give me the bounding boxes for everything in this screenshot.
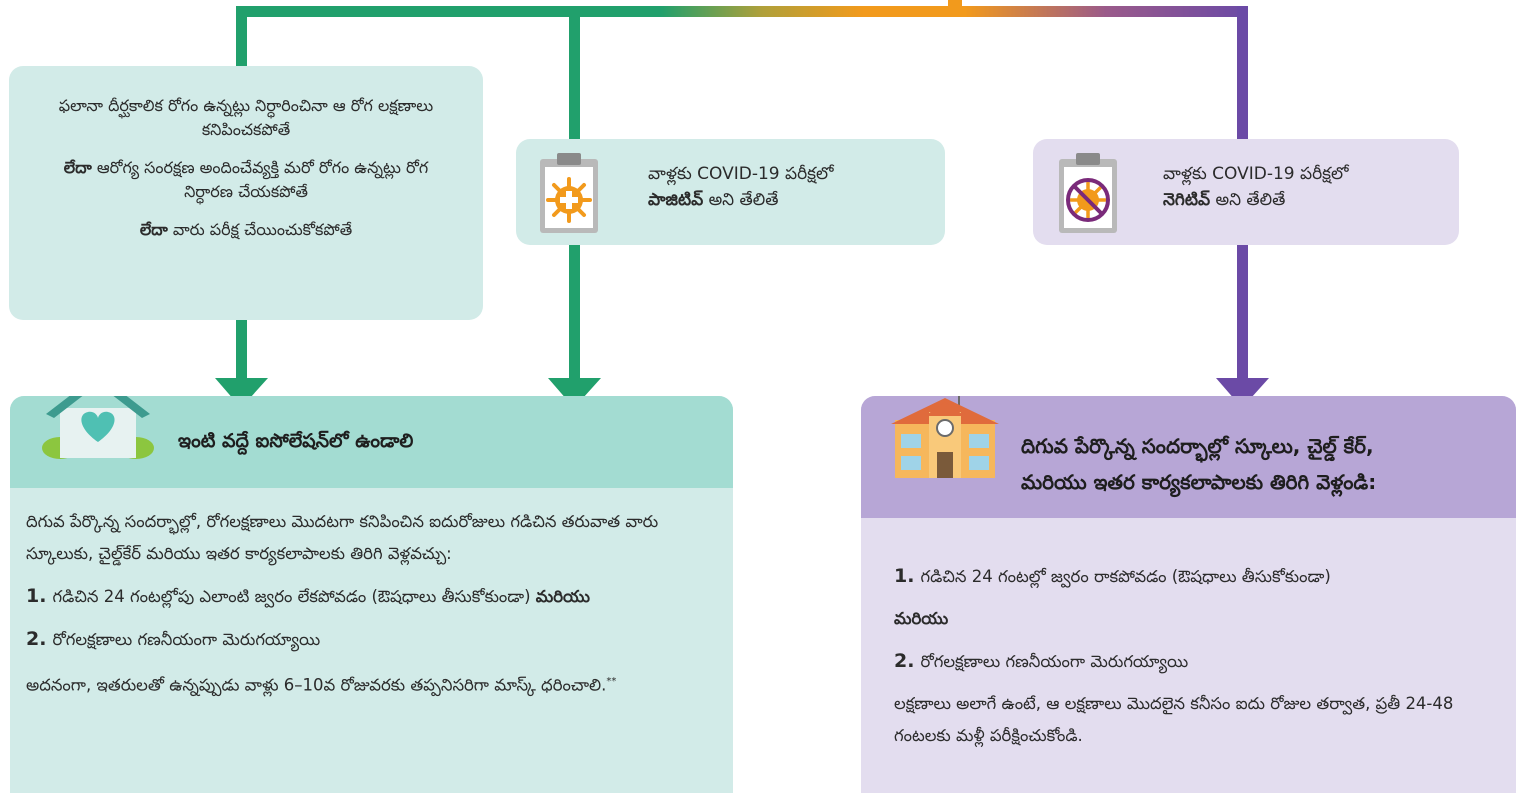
return-and: మరియు <box>894 609 949 628</box>
return-item-2: 2.రోగలక్షణాలు గణనీయంగా మెరుగయ్యాయి <box>894 650 1189 672</box>
return-panel: దిగువ పేర్కొన్న సందర్భాల్లో స్కూలు, చైల్… <box>861 396 1516 793</box>
return-panel-title: దిగువ పేర్కొన్న సందర్భాల్లో స్కూలు, చైల్… <box>1021 434 1377 494</box>
return-panel-body: 1.గడిచిన 24 గంటల్లో జ్వరం రాకపోవడం (ఔషధా… <box>894 560 1504 762</box>
condition-line-1: ఫలానా దీర్ఘకాలిక రోగం ఉన్నట్లు నిర్ధారిం… <box>58 96 434 139</box>
purple-line-top <box>1237 6 1248 140</box>
purple-line-lower <box>1237 245 1248 380</box>
arrow-down-right <box>1216 378 1269 408</box>
isolation-item-2: 2.రోగలక్షణాలు గణనీయంగా మెరుగయ్యాయి <box>26 628 321 650</box>
green-line-mid <box>569 6 580 140</box>
clipboard-virus-crossed-icon <box>1059 153 1117 233</box>
positive-test-box: వాళ్లకు COVID-19 పరీక్షలో పాజిటివ్ అని త… <box>516 139 945 245</box>
condition-box: ఫలానా దీర్ఘకాలిక రోగం ఉన్నట్లు నిర్ధారిం… <box>9 66 483 320</box>
return-item-1: 1.గడిచిన 24 గంటల్లో జ్వరం రాకపోవడం (ఔషధా… <box>894 565 1331 587</box>
green-line-left <box>236 6 247 68</box>
arrow-down-left <box>215 378 268 408</box>
negative-test-box: వాళ్లకు COVID-19 పరీక్షలో నెగిటివ్ అని త… <box>1033 139 1459 245</box>
isolation-panel: ఇంటి వద్దే ఐసోలేషన్‌లో ఉండాలి దిగువ పేర్… <box>10 396 733 793</box>
isolation-panel-title: ఇంటి వద్దే ఐసోలేషన్‌లో ఉండాలి <box>178 430 414 452</box>
condition-line-3: లేదా వారు పరీక్ష చేయించుకోకపోతే <box>139 220 353 239</box>
top-connector-bar <box>236 6 1248 17</box>
house-heart-icon <box>42 396 154 459</box>
isolation-intro: దిగువ పేర్కొన్న సందర్భాల్లో, రోగలక్షణాలు… <box>26 512 659 563</box>
return-note: లక్షణాలు అలాగే ఉంటే, ఆ లక్షణాలు మొదలైన క… <box>894 694 1454 745</box>
clipboard-virus-icon <box>540 153 598 233</box>
school-building-icon <box>891 396 999 478</box>
isolation-note: అదనంగా, ఇతరులతో ఉన్నప్పుడు వాళ్లు 6–10వ … <box>26 675 617 695</box>
top-entry-stub <box>948 0 962 14</box>
green-line-mid-lower <box>569 245 580 380</box>
condition-line-2: లేదా ఆరోగ్య సంరక్షణ అందించేవ్యక్తి మరో ర… <box>63 158 429 201</box>
isolation-panel-body: దిగువ పేర్కొన్న సందర్భాల్లో, రోగలక్షణాలు… <box>26 506 716 712</box>
arrow-down-mid <box>548 378 601 408</box>
green-line-left-lower <box>236 320 247 380</box>
isolation-item-1: 1.గడిచిన 24 గంటల్లోపు ఎలాంటి జ్వరం లేకపో… <box>26 585 590 607</box>
negative-test-text: వాళ్లకు COVID-19 పరీక్షలో నెగిటివ్ అని త… <box>1163 164 1349 210</box>
positive-test-text: వాళ్లకు COVID-19 పరీక్షలో పాజిటివ్ అని త… <box>648 164 834 210</box>
